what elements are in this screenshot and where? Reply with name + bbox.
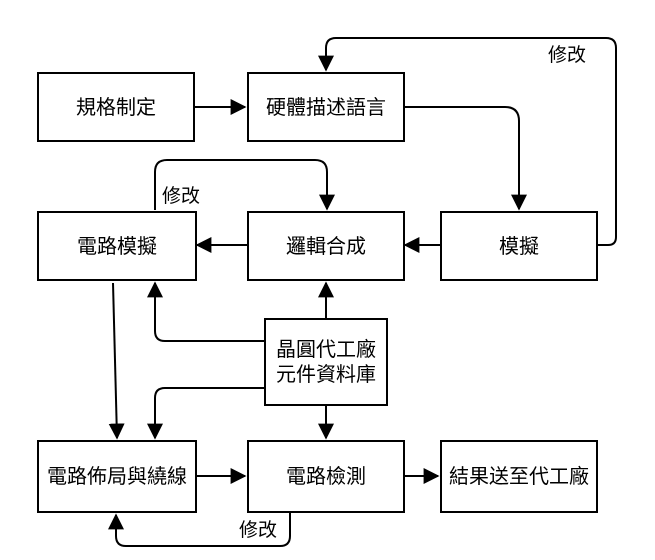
node-hdl: 硬體描述語言 — [247, 72, 405, 142]
node-sim: 模擬 — [440, 211, 598, 281]
node-circuit-test: 電路檢測 — [247, 440, 405, 513]
node-fab-label: 結果送至代工廠 — [449, 464, 589, 488]
arrow-library-to-circuit-sim — [147, 281, 264, 342]
arrow-circuit-test-to-layout — [108, 513, 291, 547]
arrow-hdl-to-sim — [405, 106, 527, 211]
node-layout: 電路佈局與繞線 — [37, 440, 197, 513]
edge-label-sim-to-hdl: 修改 — [546, 40, 589, 67]
arrow-library-to-layout — [147, 387, 264, 440]
node-synthesis: 邏輯合成 — [247, 211, 405, 281]
node-layout-label: 電路佈局與繞線 — [47, 464, 187, 488]
edge-label-test-to-layout: 修改 — [237, 515, 280, 542]
node-sim-label: 模擬 — [499, 233, 539, 258]
arrow-sim-to-hdl — [318, 37, 617, 246]
arrow-circuit-sim-to-synthesis — [154, 159, 335, 211]
node-fab: 結果送至代工廠 — [440, 440, 598, 513]
node-library-label-line1: 晶圓代工廠 — [276, 337, 376, 361]
node-synthesis-label: 邏輯合成 — [286, 233, 366, 258]
edge-label-circuit-sim-to-synthesis: 修改 — [160, 181, 203, 208]
node-spec: 規格制定 — [37, 72, 195, 142]
arrow-circuit-sim-to-layout — [108, 282, 125, 440]
node-spec-label: 規格制定 — [76, 94, 156, 119]
node-circuit-test-label: 電路檢測 — [286, 464, 366, 488]
node-library-label-line2: 元件資料庫 — [276, 362, 376, 386]
node-library: 晶圓代工廠 元件資料庫 — [264, 318, 388, 406]
node-circuit-sim: 電路模擬 — [37, 211, 197, 281]
node-circuit-sim-label: 電路模擬 — [77, 233, 157, 258]
node-hdl-label: 硬體描述語言 — [266, 94, 386, 119]
